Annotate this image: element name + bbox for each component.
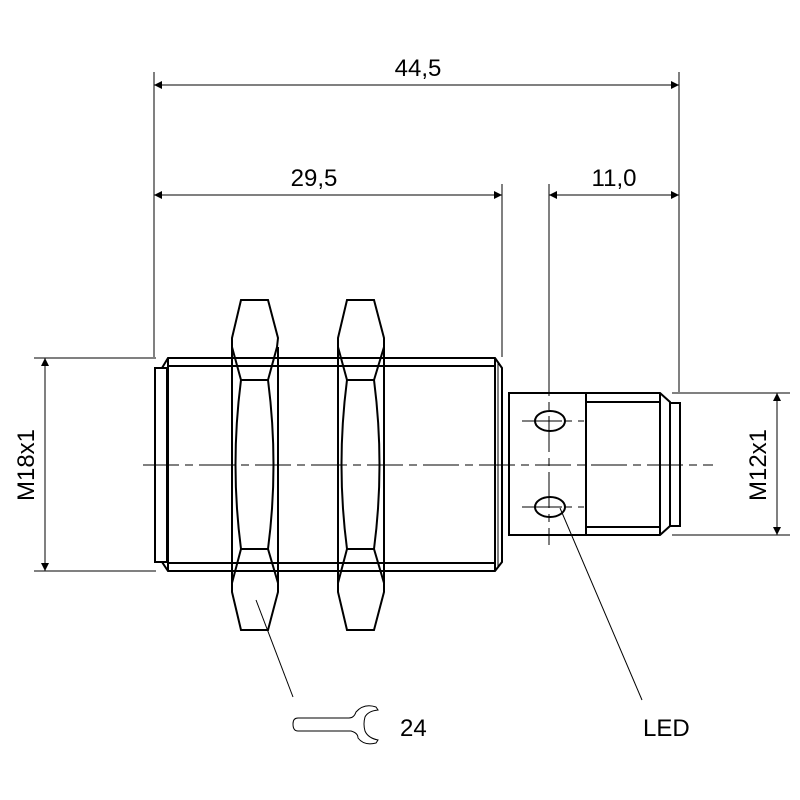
dimension-connector-length: 11,0 [549,165,679,199]
extension-lines [34,72,790,572]
dimension-overall-length: 44,5 [154,55,679,89]
led-label: LED [643,715,690,742]
led-leader-line [559,507,643,701]
dimension-connector-thread: M12x1 [745,393,781,535]
connector-thread [586,392,681,536]
overall-length-label: 44,5 [395,55,442,82]
wrench-size-label: 24 [400,715,427,742]
wrench-icon [292,705,379,745]
dimension-thread-length: 29,5 [154,165,502,199]
connector-housing [508,360,587,545]
dimension-body-thread: M18x1 [13,358,49,571]
wrench-leader-line [255,599,294,698]
body-thread-label: M18x1 [13,429,40,501]
connector-length-label: 11,0 [592,165,637,192]
thread-length-label: 29,5 [291,165,338,192]
connector-thread-label: M12x1 [745,429,772,501]
